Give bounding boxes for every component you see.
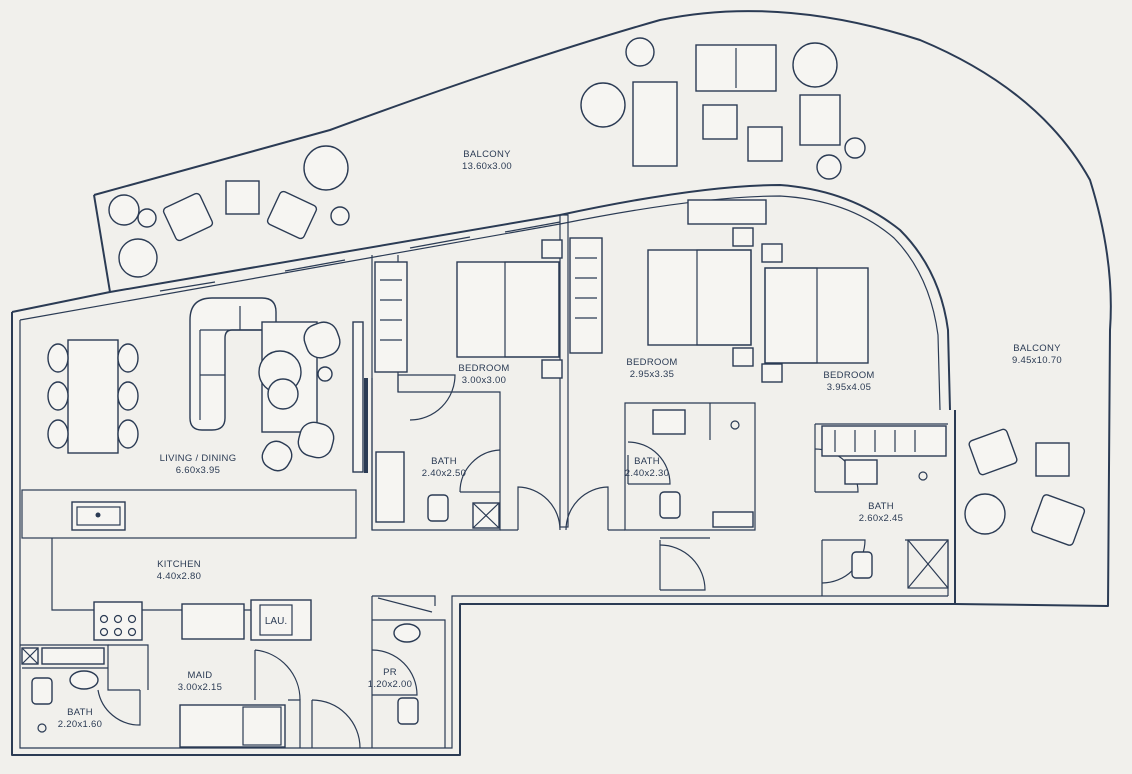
bath-maid-size: 2.20x1.60	[58, 719, 102, 730]
pr-size: 1.20x2.00	[368, 679, 412, 690]
maid-bath-fixtures	[21, 647, 105, 733]
pr-fixtures	[393, 623, 421, 725]
room-labels: BALCONY 13.60x3.00 BALCONY 9.45x10.70 LI…	[58, 149, 1062, 730]
bath3-fixtures	[821, 425, 947, 579]
bath2-name: BATH	[634, 456, 660, 467]
balcony-right-size: 9.45x10.70	[1012, 355, 1062, 366]
kitchen-size: 4.40x2.80	[157, 571, 201, 582]
bedroom1-bed	[456, 239, 563, 379]
bath2-fixtures	[652, 409, 754, 528]
balcony-top-name: BALCONY	[463, 149, 511, 160]
bedroom2-bed	[647, 199, 767, 367]
interior-walls	[20, 214, 949, 748]
sectional-sofa	[189, 297, 368, 473]
bath3-size: 2.60x2.45	[859, 513, 903, 524]
laundry-unit: LAU.	[250, 599, 312, 641]
living-size: 6.60x3.95	[176, 465, 220, 476]
bedroom3-size: 3.95x4.05	[827, 382, 871, 393]
bedroom3-name: BEDROOM	[823, 370, 874, 381]
doors	[97, 374, 866, 749]
pr-name: PR	[383, 667, 397, 678]
balcony-top-furniture	[108, 37, 866, 278]
cooktop	[93, 601, 143, 641]
kitchen-name: KITCHEN	[157, 559, 201, 570]
bedroom2-name: BEDROOM	[626, 357, 677, 368]
maid-bed	[179, 704, 286, 748]
bath1-fixtures	[375, 451, 500, 529]
bedroom1-size: 3.00x3.00	[462, 375, 506, 386]
bedroom3-bed	[761, 243, 869, 383]
balcony-right-name: BALCONY	[1013, 343, 1061, 354]
dining-chairs	[47, 343, 139, 449]
bath1-name: BATH	[431, 456, 457, 467]
bedroom2-size: 2.95x3.35	[630, 369, 674, 380]
maid-size: 3.00x2.15	[178, 682, 222, 693]
bedroom1-wardrobe	[374, 261, 408, 373]
bedroom1-name: BEDROOM	[458, 363, 509, 374]
laundry-label: LAU.	[265, 616, 287, 627]
bath1-size: 2.40x2.50	[422, 468, 466, 479]
balcony-right-furniture	[964, 428, 1086, 546]
living-name: LIVING / DINING	[160, 453, 237, 464]
exterior-walls	[11, 10, 1112, 756]
bath3-name: BATH	[868, 501, 894, 512]
kitchen-sink	[71, 501, 126, 531]
kitchen-counter-island	[181, 603, 245, 640]
bath2-size: 2.40x2.30	[625, 468, 669, 479]
bath-maid-name: BATH	[67, 707, 93, 718]
maid-name: MAID	[188, 670, 213, 681]
bedroom2-wardrobe	[569, 237, 603, 354]
dining-table	[47, 339, 139, 454]
balcony-top-size: 13.60x3.00	[462, 161, 512, 172]
